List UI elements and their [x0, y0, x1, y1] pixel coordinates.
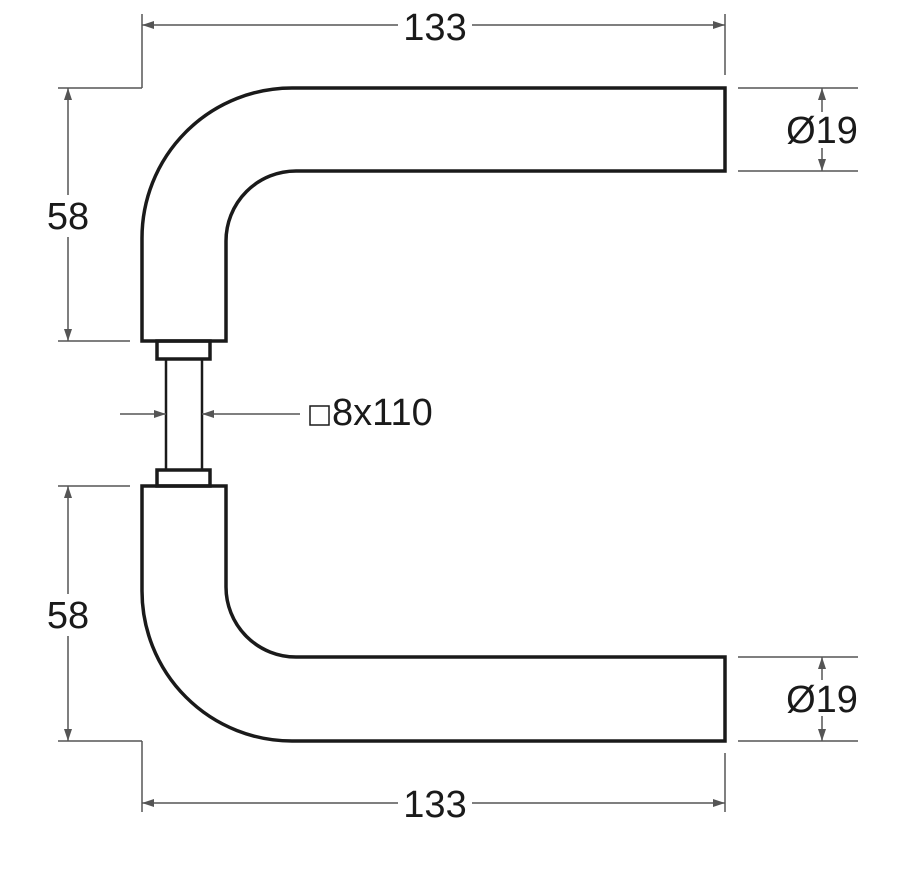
dim-label: 8x110 — [332, 392, 433, 434]
dim-label: 58 — [47, 196, 89, 238]
dim-bottom-diameter: Ø19 — [738, 656, 862, 742]
top-rosette — [155, 339, 212, 361]
dim-bottom-length: 133 — [141, 741, 726, 826]
bottom-rosette — [155, 468, 212, 488]
dim-label: Ø19 — [786, 679, 858, 721]
top-lever — [140, 86, 727, 343]
dim-bottom-height: 58 — [42, 485, 142, 742]
dim-top-diameter: Ø19 — [738, 87, 862, 172]
spindle — [164, 357, 204, 472]
dim-spindle: 8x110 — [120, 392, 433, 434]
dim-top-height: 58 — [42, 87, 142, 342]
dim-label: 133 — [403, 784, 466, 826]
dim-label: 133 — [403, 7, 466, 49]
dim-label: Ø19 — [786, 110, 858, 152]
square-icon — [309, 405, 330, 426]
bottom-lever — [140, 484, 727, 743]
dim-top-length: 133 — [141, 5, 726, 88]
dim-label: 58 — [47, 595, 89, 637]
